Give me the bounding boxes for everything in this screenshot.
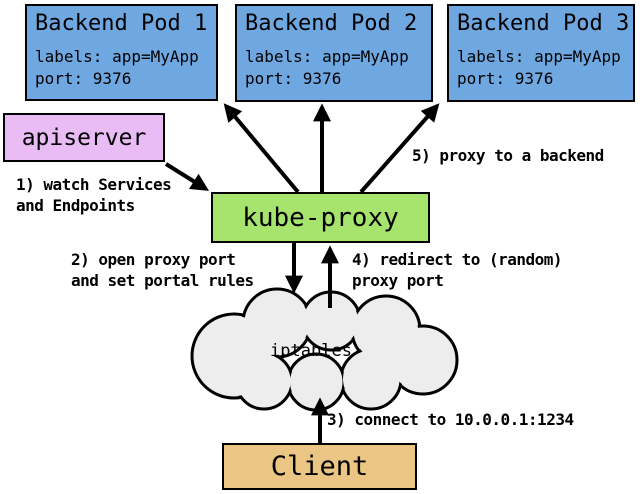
kube-proxy-box: kube-proxy — [211, 192, 430, 243]
backend-pod-3-port: port: 9376 — [457, 69, 554, 88]
backend-pod-3-box: Backend Pod 3 labels: app=MyApp port: 93… — [447, 4, 635, 102]
iptables-label: iptables — [270, 341, 352, 361]
annotation-step-1-line-2: and Endpoints — [16, 196, 135, 215]
apiserver-label: apiserver — [21, 124, 147, 151]
arrow-kube-proxy-to-pod-1 — [223, 103, 300, 194]
kube-proxy-label: kube-proxy — [242, 202, 399, 233]
arrow-apiserver-to-kube-proxy — [164, 162, 210, 191]
annotation-step-2: 2) open proxy port and set portal rules — [71, 249, 254, 291]
client-box: Client — [222, 443, 417, 490]
annotation-step-4-line-1: 4) redirect to (random) — [352, 250, 563, 269]
client-label: Client — [270, 451, 369, 482]
backend-pod-3-title: Backend Pod 3 — [457, 11, 630, 36]
backend-pod-1-title: Backend Pod 1 — [35, 11, 208, 36]
backend-pod-2-box: Backend Pod 2 labels: app=MyApp port: 93… — [235, 4, 433, 102]
annotation-step-4: 4) redirect to (random) proxy port — [352, 249, 563, 291]
annotation-step-2-line-2: and set portal rules — [71, 271, 254, 290]
iptables-cloud — [190, 287, 459, 412]
annotation-step-1: 1) watch Services and Endpoints — [16, 174, 172, 216]
annotation-step-2-line-1: 2) open proxy port — [71, 250, 236, 269]
annotation-step-3: 3) connect to 10.0.0.1:1234 — [327, 410, 574, 429]
annotation-step-4-line-2: proxy port — [352, 271, 444, 290]
backend-pod-1-port: port: 9376 — [35, 69, 132, 88]
backend-pod-2-title: Backend Pod 2 — [245, 11, 418, 36]
backend-pod-1-box: Backend Pod 1 labels: app=MyApp port: 93… — [25, 4, 218, 101]
backend-pod-2-port: port: 9376 — [245, 69, 342, 88]
annotation-step-1-line-1: 1) watch Services — [16, 175, 172, 194]
backend-pod-1-labels: labels: app=MyApp — [35, 47, 199, 66]
annotation-step-5: 5) proxy to a backend — [412, 146, 604, 165]
apiserver-box: apiserver — [3, 113, 165, 162]
backend-pod-3-labels: labels: app=MyApp — [457, 47, 621, 66]
arrow-kube-proxy-to-pod-3 — [359, 103, 440, 194]
backend-pod-2-labels: labels: app=MyApp — [245, 47, 409, 66]
